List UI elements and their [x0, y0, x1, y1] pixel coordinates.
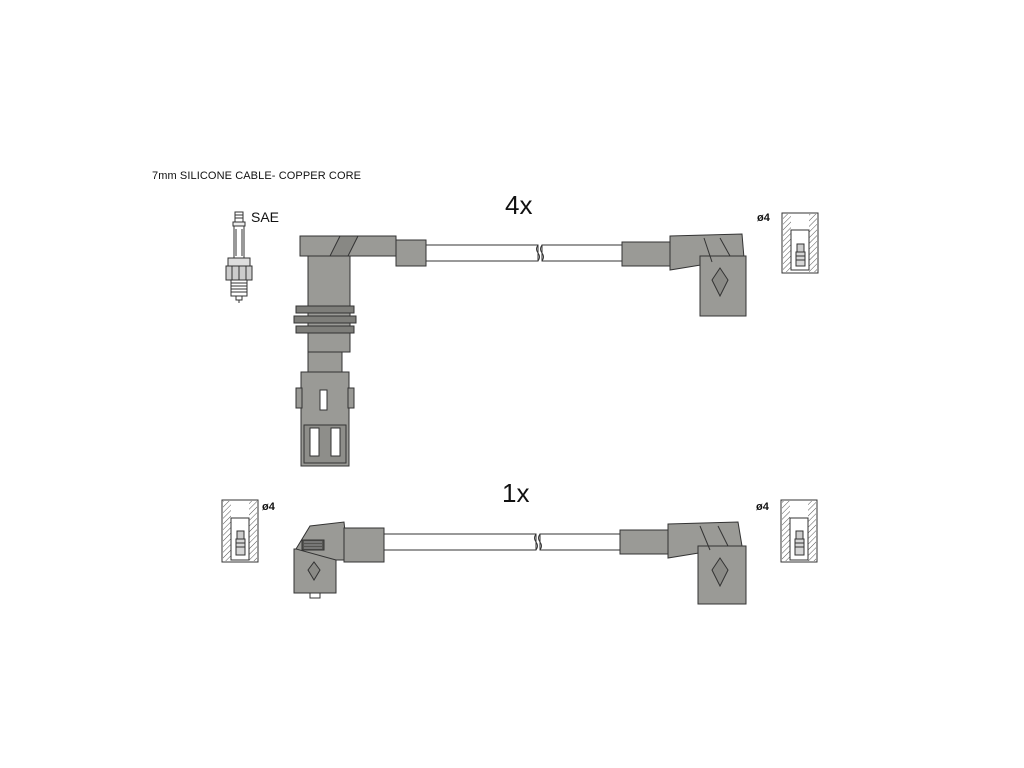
- terminal-bottom-right-icon: [780, 499, 818, 563]
- plug-boot-straight: [293, 235, 427, 467]
- top-set-quantity: 4x: [505, 190, 533, 220]
- terminal-bottom-left-icon: [221, 499, 259, 563]
- coil-boot-top: [621, 233, 747, 317]
- terminal-diameter-label-top-right: ø4: [757, 212, 770, 224]
- cable-spec-caption: 7mm SILICONE CABLE- COPPER CORE: [152, 170, 362, 182]
- spark-plug-icon: [225, 211, 253, 303]
- cable-bottom: [383, 533, 621, 551]
- terminal-diameter-label-bottom-right: ø4: [756, 501, 769, 513]
- terminal-diameter-label-bottom-left: ø4: [262, 501, 275, 513]
- bottom-set-quantity: 1x: [502, 478, 530, 508]
- cable-top: [425, 244, 623, 262]
- terminal-top-right-icon: [781, 212, 819, 274]
- coil-boot-bottom-right: [619, 521, 747, 605]
- coil-boot-bottom-left: [293, 521, 385, 599]
- spark-plug-standard-label: SAE: [251, 209, 280, 225]
